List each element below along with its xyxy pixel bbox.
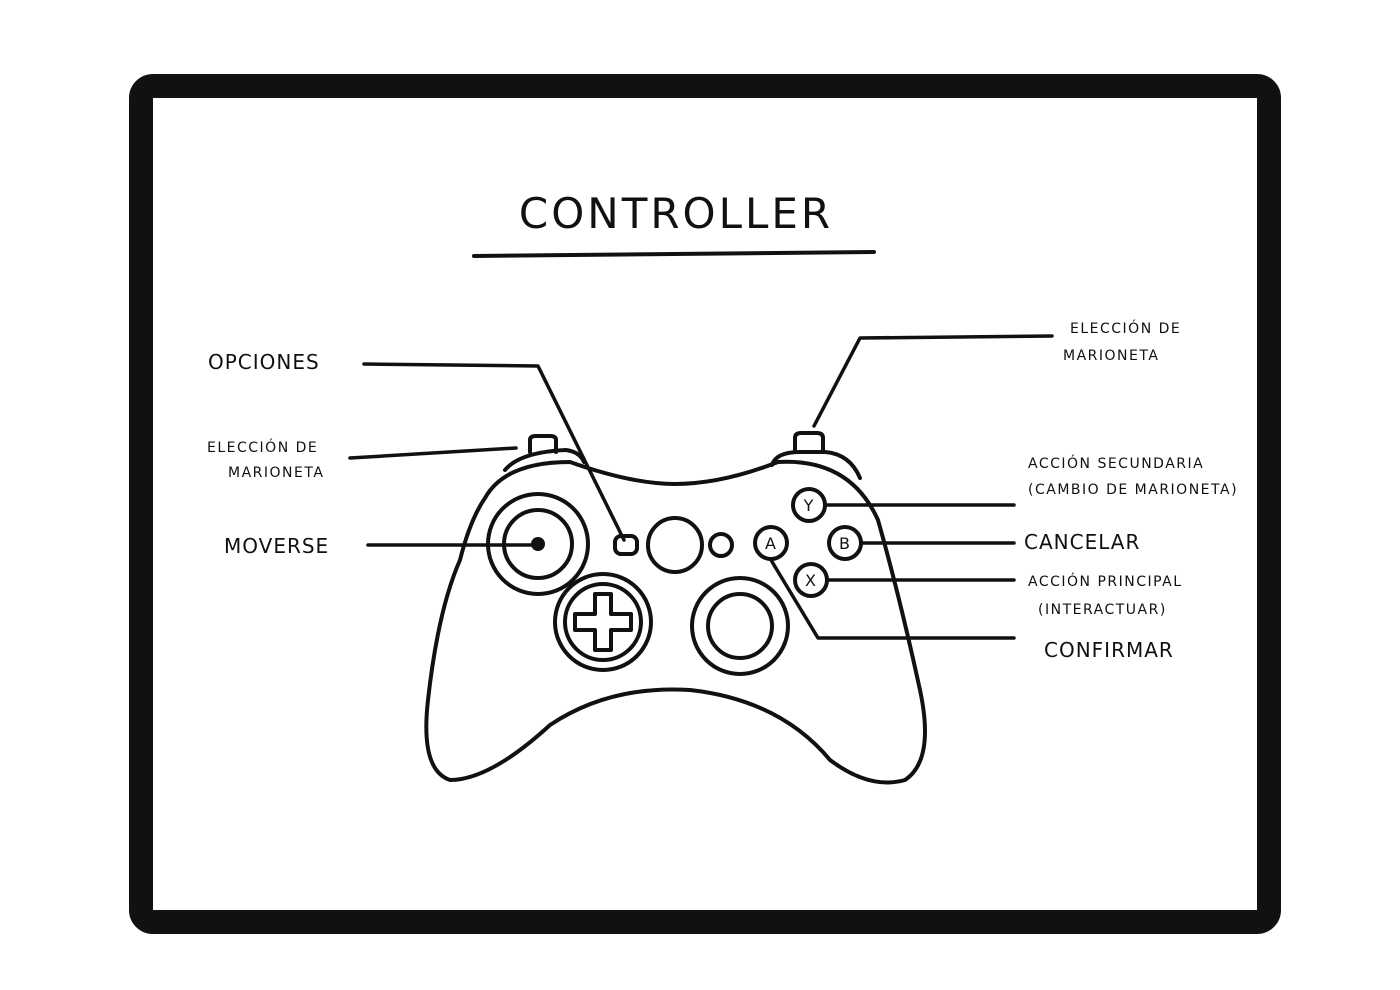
- dpad-ring-inner: [563, 582, 643, 662]
- leader-puppet-left: [348, 446, 518, 460]
- dpad-ring-outer: [553, 572, 653, 672]
- controller-body: [424, 459, 927, 785]
- label-puppet-right-2: MARIONETA: [1063, 348, 1159, 364]
- leader-confirm: [769, 558, 1016, 640]
- leader-options: [362, 362, 626, 542]
- right-stick-outer: [690, 576, 790, 676]
- leader-lines: [348, 334, 1054, 640]
- label-cancel: CANCELAR: [1024, 530, 1140, 554]
- label-puppet-right-1: ELECCIÓN DE: [1070, 319, 1181, 337]
- start-button: [708, 532, 734, 558]
- button-y-label: Y: [803, 496, 815, 515]
- back-button: [613, 534, 639, 556]
- label-primary-1: ACCIÓN PRINCIPAL: [1028, 572, 1183, 590]
- left-stick-dot: [531, 537, 545, 551]
- right-bumper: [793, 431, 825, 454]
- label-secondary-2: (CAMBIO DE MARIONETA): [1028, 482, 1238, 498]
- frame-border: [129, 74, 1281, 934]
- label-puppet-left-1: ELECCIÓN DE: [207, 438, 318, 456]
- button-x-label: X: [805, 571, 817, 590]
- label-secondary-1: ACCIÓN SECUNDARIA: [1028, 454, 1204, 472]
- label-puppet-left-2: MARIONETA: [228, 465, 324, 481]
- left-bumper: [528, 434, 558, 454]
- label-move: MOVERSE: [224, 534, 329, 558]
- leader-puppet-right: [812, 334, 1054, 428]
- label-primary-2: (INTERACTUAR): [1038, 602, 1167, 618]
- label-options: OPCIONES: [208, 350, 320, 374]
- gamepad-illustration: [424, 431, 927, 785]
- guide-button: [646, 516, 704, 574]
- right-trigger-top: [770, 450, 862, 480]
- button-b-label: B: [839, 534, 851, 553]
- button-a-label: A: [765, 534, 777, 553]
- right-stick-inner: [706, 592, 774, 660]
- dpad-cross: [573, 592, 633, 652]
- diagram-title: CONTROLLER: [519, 189, 833, 238]
- title-underline: [472, 250, 876, 258]
- label-confirm: CONFIRMAR: [1044, 638, 1174, 662]
- left-trigger-top: [503, 448, 586, 472]
